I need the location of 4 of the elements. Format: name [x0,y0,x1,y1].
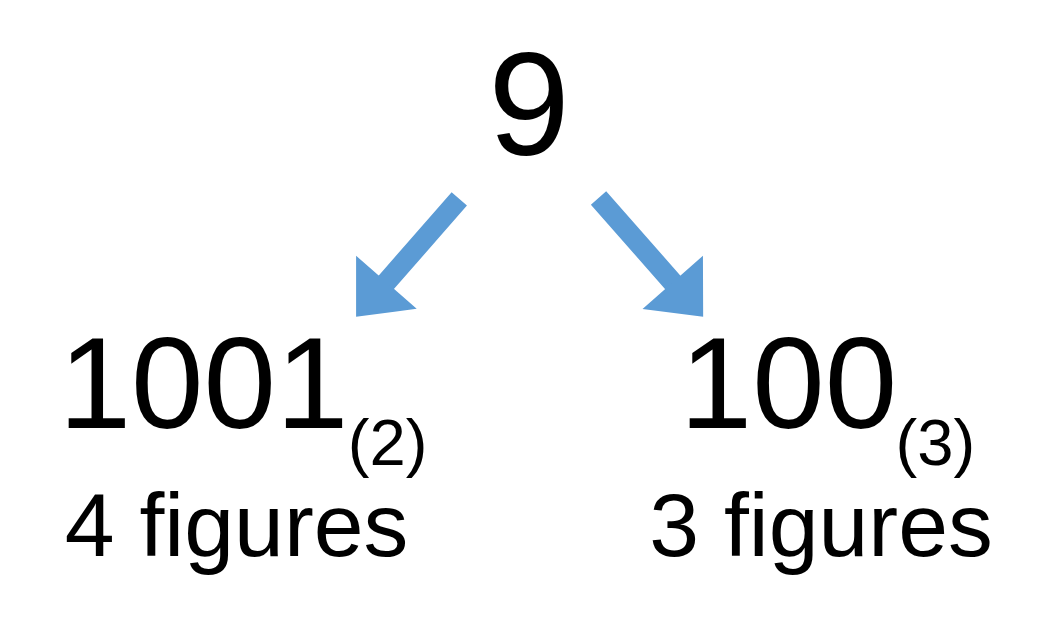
node-text: 1001$_{(2)}$ [58,310,428,479]
arrow [356,192,467,317]
node-text: 9 [488,21,570,186]
arrow [590,191,704,317]
